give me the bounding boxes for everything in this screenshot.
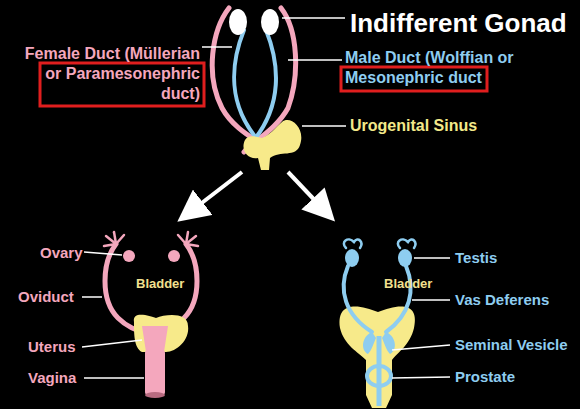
vagina-opening — [145, 392, 165, 398]
mesonephric-duct — [234, 30, 258, 140]
organ-label: Oviduct — [18, 288, 74, 306]
leader-line — [82, 340, 142, 347]
ovary-shape — [168, 250, 180, 262]
testis-shape — [345, 249, 359, 267]
urogenital-sinus-shape — [243, 120, 301, 170]
organ-label: Uterus — [28, 338, 76, 356]
leader-line — [84, 377, 144, 379]
leader-line — [202, 46, 232, 48]
organ-label: Bladder — [136, 276, 184, 292]
organ-label: Prostate — [455, 368, 515, 386]
structure-label: Urogenital Sinus — [350, 116, 477, 135]
leader-line — [392, 377, 450, 378]
duct-label: Male Duct (Wolffian or Mesonephric duct — [345, 48, 525, 88]
fimbriae — [104, 232, 198, 246]
mesonephric-duct — [254, 30, 276, 140]
gonad-shape — [229, 9, 247, 35]
seminal-vesicle-shape — [382, 332, 395, 354]
organ-label: Seminal Vesicle — [455, 336, 568, 354]
leader-line — [412, 299, 450, 301]
structure-label: Indifferent Gonad — [350, 8, 567, 39]
organ-label: Vas Deferens — [455, 291, 549, 309]
sinus-remnant-shape — [134, 315, 188, 352]
seminal-vesicle-shape — [363, 332, 376, 354]
organ-label: Ovary — [40, 244, 83, 262]
leader-line — [84, 252, 122, 255]
prostate-shape — [367, 366, 391, 386]
urethra-shape — [377, 336, 382, 406]
leader-line — [392, 345, 450, 350]
development-arrow — [190, 172, 242, 212]
testis-shape — [398, 249, 412, 267]
leader-line — [282, 17, 345, 19]
ovary-shape — [123, 250, 135, 262]
bladder-prostate-shape — [340, 307, 415, 408]
vas-deferens-shape — [344, 266, 372, 332]
vas-deferens-shape — [386, 266, 411, 332]
organ-label: Bladder — [384, 276, 432, 292]
duct-label: Female Duct (Müllerian or Paramesonephri… — [15, 44, 200, 104]
organ-label: Vagina — [28, 369, 76, 387]
vagina-shape — [145, 350, 165, 395]
development-arrow — [288, 172, 324, 210]
leader-line — [288, 59, 342, 61]
leader-line — [414, 257, 450, 259]
epididymis — [344, 240, 415, 248]
uterus-shape — [142, 326, 168, 352]
organ-label: Testis — [455, 249, 497, 267]
gonad-shape — [261, 9, 279, 35]
leader-line — [302, 125, 346, 127]
leader-line — [82, 296, 102, 298]
